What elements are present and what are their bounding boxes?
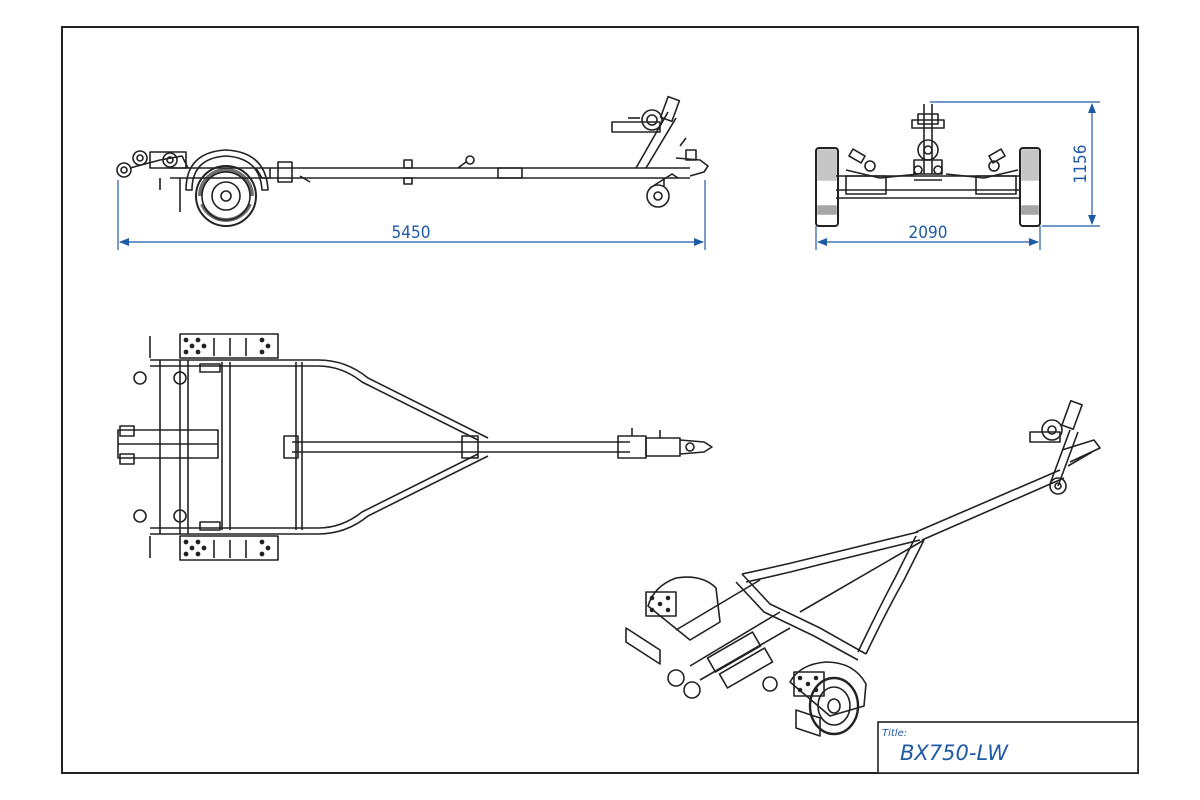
title-value: BX750-LW — [900, 741, 1009, 765]
dimension-height: 1156 — [930, 101, 1100, 227]
rear-right-wheel — [1019, 147, 1041, 227]
rear-view — [815, 104, 1041, 227]
title-label: Title: — [882, 728, 907, 739]
dimension-length-label: 5450 — [392, 223, 431, 243]
isometric-view — [625, 399, 1101, 737]
top-fender-upper — [179, 333, 279, 359]
dimension-width: 2090 — [815, 223, 1041, 250]
top-view — [117, 333, 713, 561]
iso-wheel — [808, 676, 860, 736]
dimension-length: 5450 — [117, 180, 706, 250]
rear-left-wheel — [815, 147, 839, 227]
dimension-width-label: 2090 — [909, 223, 948, 243]
side-wheel — [195, 165, 257, 227]
top-fender-lower — [179, 535, 279, 561]
title-block: Title: BX750-LW — [877, 721, 1139, 774]
side-view — [116, 95, 709, 227]
dimension-height-label: 1156 — [1071, 145, 1091, 184]
sheet-border — [61, 26, 1139, 774]
